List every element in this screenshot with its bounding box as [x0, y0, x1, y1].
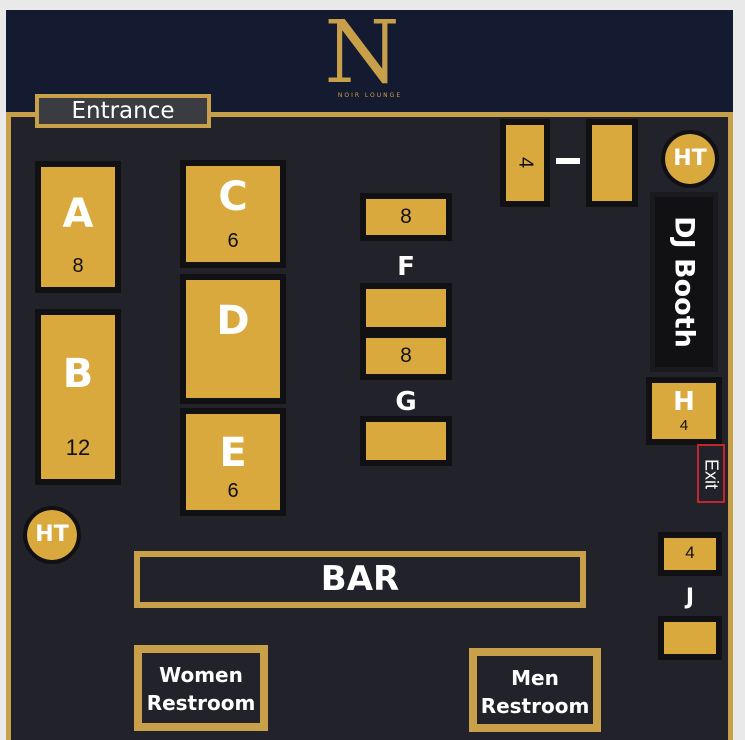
- exit-label: Exit: [701, 458, 722, 489]
- logo-tagline: NOIR LOUNGE: [338, 92, 402, 99]
- men-restroom-line-2: Restroom: [480, 694, 590, 718]
- table-f-bottom[interactable]: [360, 283, 452, 333]
- table-i-capacity: 4: [514, 156, 537, 169]
- logo-letter: N: [324, 6, 399, 103]
- table-d[interactable]: D: [180, 274, 286, 404]
- dj-booth-label: DJ Booth: [668, 216, 700, 348]
- table-a-label: A: [62, 191, 94, 237]
- table-f-top[interactable]: 8: [360, 193, 452, 241]
- bar: BAR: [134, 551, 586, 608]
- lounge-room-outline: [6, 112, 733, 740]
- entrance-label: Entrance: [35, 94, 211, 128]
- men-restroom: Men Restroom: [469, 648, 601, 732]
- table-a-capacity: 8: [72, 255, 84, 277]
- table-e[interactable]: E 6: [180, 408, 286, 516]
- table-g-top[interactable]: 8: [360, 332, 452, 380]
- noir-lounge-logo: N NOIR LOUNGE: [324, 6, 402, 103]
- table-e-label: E: [219, 430, 247, 476]
- table-j-capacity: 4: [685, 543, 695, 562]
- table-h[interactable]: H 4: [646, 377, 722, 445]
- exit-sign: Exit: [697, 444, 725, 503]
- high-top-marker-right: HT: [661, 130, 719, 188]
- table-j-bottom[interactable]: [658, 616, 722, 660]
- table-e-capacity: 6: [227, 480, 239, 502]
- table-h-label: H: [673, 387, 695, 417]
- table-b-label: B: [62, 351, 94, 397]
- table-i-right[interactable]: [586, 119, 638, 207]
- women-restroom: Women Restroom: [134, 645, 268, 731]
- women-restroom-line-2: Restroom: [146, 691, 256, 715]
- high-top-marker-left: HT: [23, 506, 81, 564]
- table-g-label: G: [395, 387, 417, 417]
- table-i-label: [556, 158, 580, 164]
- table-j-label: J: [685, 585, 695, 610]
- table-b[interactable]: B 12: [35, 309, 121, 485]
- table-b-capacity: 12: [65, 435, 91, 460]
- table-i-left[interactable]: 4: [500, 119, 550, 207]
- table-c-label: C: [218, 174, 248, 220]
- table-c[interactable]: C 6: [180, 160, 286, 268]
- table-j-top[interactable]: 4: [658, 532, 722, 576]
- men-restroom-line-1: Men: [511, 666, 559, 690]
- table-g-capacity: 8: [400, 344, 412, 367]
- table-g-bottom[interactable]: [360, 416, 452, 466]
- table-a[interactable]: A 8: [35, 161, 121, 293]
- table-h-capacity: 4: [679, 417, 689, 434]
- table-c-capacity: 6: [227, 230, 239, 252]
- dj-booth: DJ Booth: [650, 192, 718, 372]
- table-f-capacity: 8: [400, 205, 412, 228]
- women-restroom-line-1: Women: [159, 663, 243, 687]
- table-f-label: F: [397, 252, 415, 282]
- table-d-label: D: [216, 298, 250, 344]
